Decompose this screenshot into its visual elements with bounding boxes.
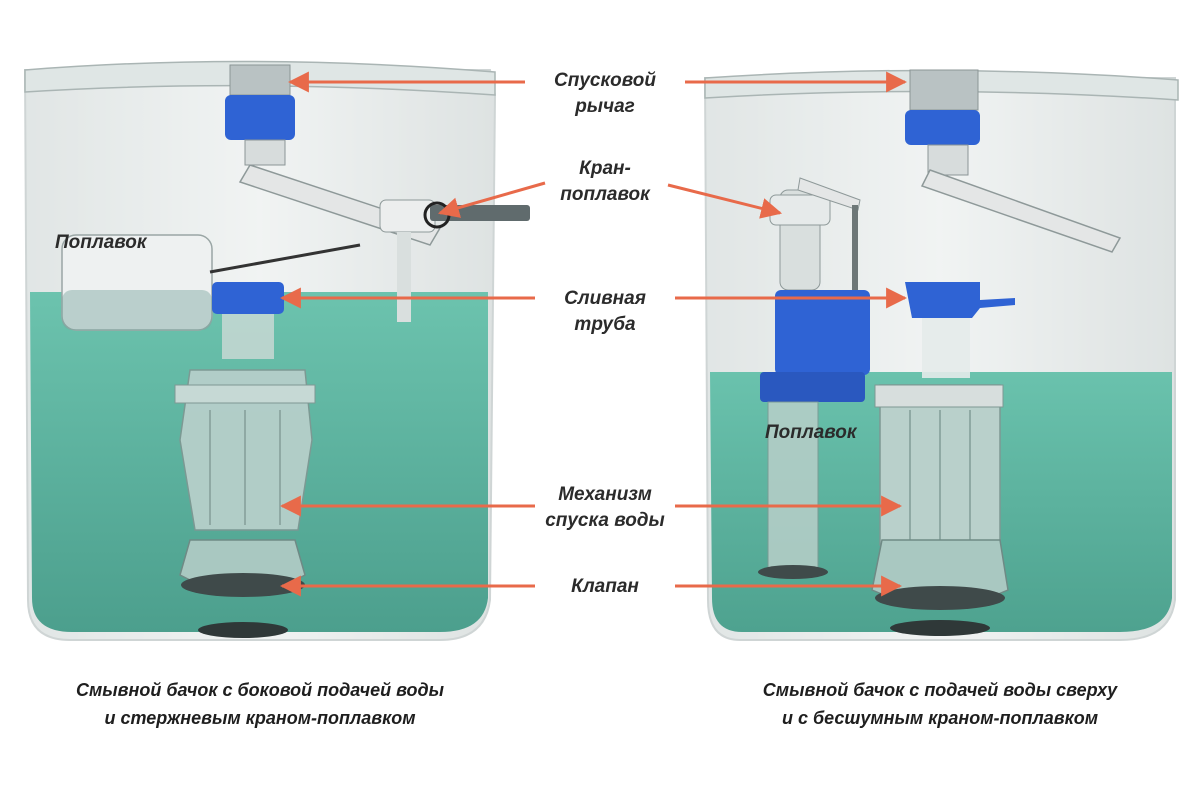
- label-valve-text: Клапан: [571, 576, 639, 597]
- label-float-right-text: Поплавок: [765, 422, 857, 443]
- caption-right-line1: Смывной бачок с подачей воды сверху: [762, 680, 1118, 700]
- label-mechanism: Механизм спуска воды: [515, 482, 695, 534]
- callout-arrows: [279, 71, 908, 597]
- label-float-valve-line2: поплавок: [560, 184, 650, 205]
- caption-right: Смывной бачок с подачей воды сверху и с …: [700, 676, 1180, 732]
- arrow-float-valve-right: [667, 183, 783, 219]
- label-mechanism-line1: Механизм: [558, 484, 652, 505]
- right-lever-blue-cap: [905, 110, 980, 145]
- label-overflow-line1: Сливная: [564, 288, 646, 309]
- label-overflow-line2: труба: [574, 314, 636, 335]
- label-mechanism-line2: спуска воды: [545, 510, 665, 531]
- right-overflow-cap: [905, 282, 1015, 318]
- label-float-valve-line1: Кран-: [579, 158, 631, 179]
- label-float-right: Поплавок: [765, 420, 885, 446]
- label-valve: Клапан: [520, 574, 690, 600]
- label-float-valve: Кран- поплавок: [520, 156, 690, 208]
- right-tank: [703, 69, 1179, 641]
- label-lever: Спусковой рычаг: [520, 68, 690, 120]
- left-lever-blue-cap: [225, 95, 295, 140]
- label-float-left-text: Поплавок: [55, 232, 147, 253]
- caption-left: Смывной бачок с боковой подачей воды и с…: [20, 676, 500, 732]
- right-float: [775, 290, 870, 375]
- label-lever-line1: Спусковой: [554, 70, 656, 91]
- left-overflow-collar: [212, 282, 284, 314]
- left-float-valve-body: [379, 199, 436, 233]
- label-overflow-pipe: Сливная труба: [520, 286, 690, 338]
- caption-left-line1: Смывной бачок с боковой подачей воды: [75, 680, 445, 700]
- left-tank: [23, 60, 530, 641]
- label-float-left: Поплавок: [55, 230, 175, 256]
- left-float: [61, 234, 213, 331]
- arrow-float-valve-left: [437, 181, 546, 218]
- right-lever-arm: [920, 169, 1122, 253]
- caption-left-line2: и стержневым краном-поплавком: [104, 708, 416, 728]
- caption-right-line2: и с бесшумным краном-поплавком: [781, 708, 1099, 728]
- label-lever-line2: рычаг: [575, 96, 635, 117]
